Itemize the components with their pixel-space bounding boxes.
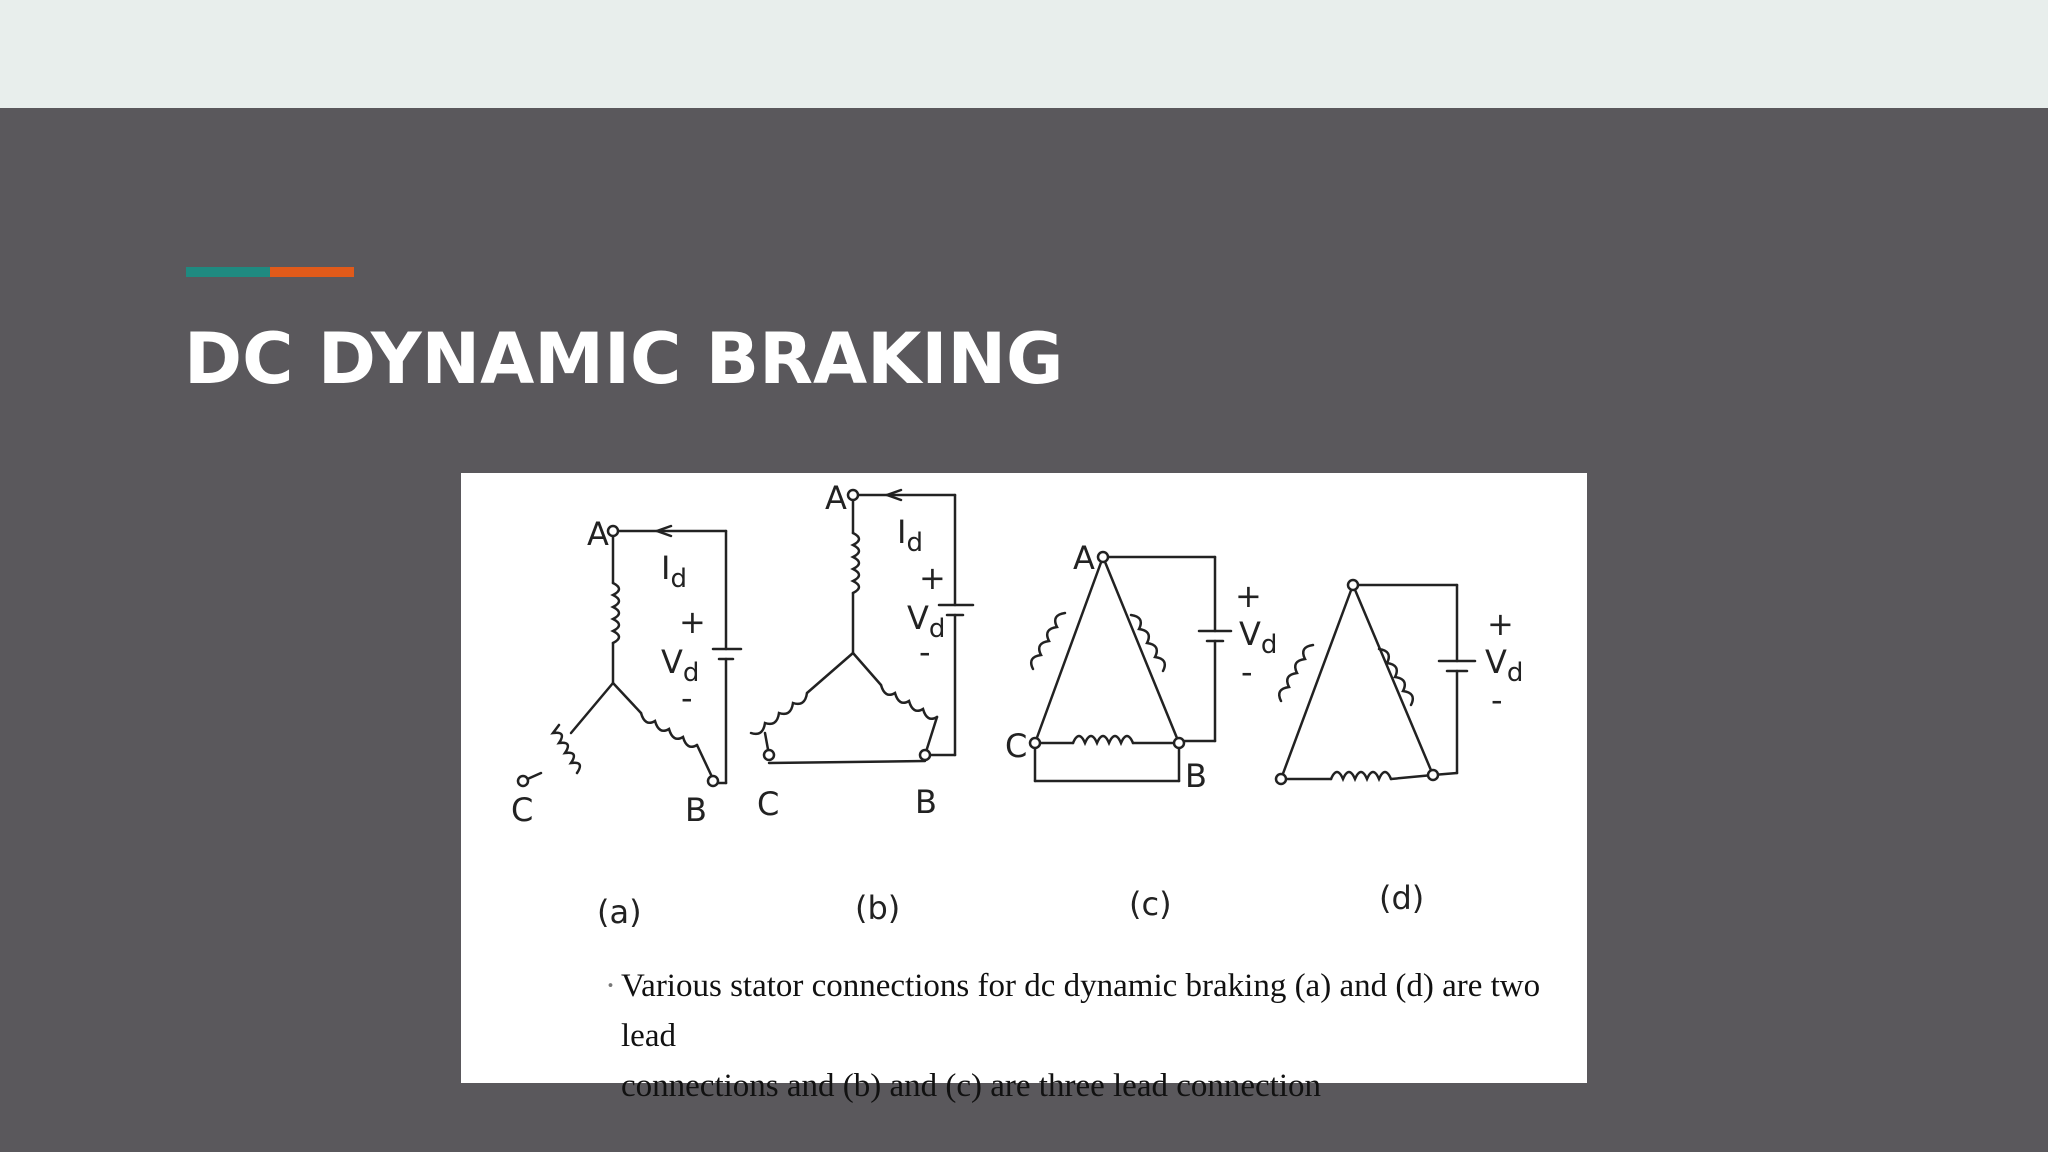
node-c-label-c: C xyxy=(1005,727,1027,765)
circuit-diagrams: A B C Id + Vd - A B C Id + Vd - A B C + … xyxy=(511,479,1523,931)
panel-label-a: (a) xyxy=(597,893,642,931)
voltage-label-d: Vd xyxy=(1485,643,1523,688)
current-label-b: Id xyxy=(897,513,923,558)
caption-line-1: Various stator connections for dc dynami… xyxy=(621,968,1541,1054)
node-b-label-a: B xyxy=(685,791,707,829)
node-a-label-a: A xyxy=(587,515,609,553)
node-b-label-b: B xyxy=(915,783,937,821)
node-c-label-a: C xyxy=(511,791,533,829)
title-accent-bar xyxy=(186,267,354,277)
panel-label-c: (c) xyxy=(1129,885,1172,923)
node-b-label-c: B xyxy=(1185,757,1207,795)
panel-label-b: (b) xyxy=(855,889,900,927)
top-band xyxy=(0,0,2048,108)
plus-sign-d: + xyxy=(1487,605,1514,643)
caption-line-2: connections and (b) and (c) are three le… xyxy=(621,1068,1321,1104)
diagram-b-star-three-lead xyxy=(749,488,975,765)
diagram-c-delta-three-lead xyxy=(1028,550,1233,783)
diagram-d-delta-two-lead xyxy=(1274,578,1477,786)
accent-orange xyxy=(270,267,354,277)
panel-label-d: (d) xyxy=(1379,879,1424,917)
plus-sign-c: + xyxy=(1235,577,1262,615)
accent-teal xyxy=(186,267,270,277)
diagram-a-star-two-lead xyxy=(516,524,743,788)
node-c-label-b: C xyxy=(757,785,779,823)
voltage-label-a: Vd xyxy=(661,643,699,688)
node-a-label-c: A xyxy=(1073,539,1095,577)
voltage-label-b: Vd xyxy=(907,599,945,644)
node-a-label-b: A xyxy=(825,479,847,517)
figure-caption: · Various stator connections for dc dyna… xyxy=(605,961,1551,1111)
caption-bullet: · xyxy=(605,968,616,1004)
current-label-a: Id xyxy=(661,549,687,594)
stator-connections-figure: A B C Id + Vd - A B C Id + Vd - A B C + … xyxy=(461,473,1587,1104)
plus-sign-a: + xyxy=(679,603,706,641)
minus-sign-d: - xyxy=(1491,681,1503,719)
slide-title: DC DYNAMIC BRAKING xyxy=(184,318,1064,400)
voltage-label-c: Vd xyxy=(1239,615,1277,660)
minus-sign-a: - xyxy=(681,679,693,717)
minus-sign-b: - xyxy=(919,633,931,671)
minus-sign-c: - xyxy=(1241,653,1253,691)
plus-sign-b: + xyxy=(919,559,946,597)
